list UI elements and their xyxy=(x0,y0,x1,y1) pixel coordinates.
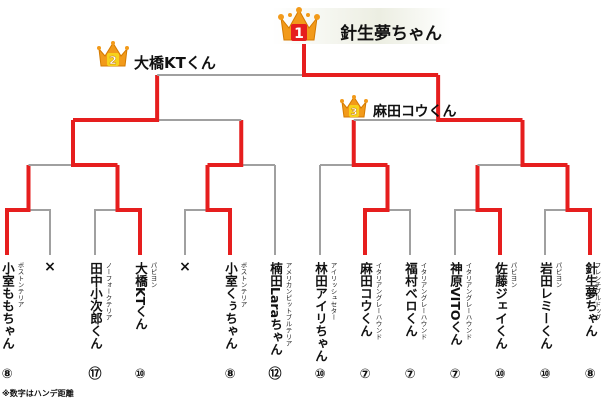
bye-mark: × xyxy=(179,259,191,275)
second-place-number: 2 xyxy=(109,54,117,67)
bracket-line-win xyxy=(71,120,118,167)
handicap-badge: ⑩ xyxy=(133,367,147,382)
competitor-name: 小室くぅちゃん xyxy=(223,262,238,350)
bracket-line-win xyxy=(5,165,31,255)
handicap-badge: ⑩ xyxy=(538,367,552,382)
competitor-breed: フレンチブルドッグ xyxy=(593,262,601,321)
crown-icon-third: 3 xyxy=(340,95,368,118)
bracket-line-lose xyxy=(544,209,568,255)
competitor-breed: イタリアングレーハウンド xyxy=(464,262,472,340)
competitor-name: 福村ベロくん xyxy=(403,262,418,337)
handicap-badge: ⑩ xyxy=(313,367,327,382)
bracket-line-lose xyxy=(454,209,478,255)
competitor-name: 林田アイリちゃん xyxy=(313,262,328,362)
competitor-name: 田中小次郎くん xyxy=(88,262,103,350)
competitor-name: 大橋KTくん xyxy=(133,262,148,331)
competitor-name: 小室ももちゃん xyxy=(0,262,15,350)
competitor-breed: アイリッシュセター xyxy=(329,262,337,321)
handicap-badge: ⑧ xyxy=(0,367,14,382)
competitor-breed: パピヨン xyxy=(509,262,517,288)
handicap-badge: ⑧ xyxy=(223,367,237,382)
second-place-name: 大橋KTくん xyxy=(134,54,216,72)
bracket-line-win xyxy=(565,165,592,255)
crown-icon-first: 1 xyxy=(278,7,320,42)
competitor-breed: アメリカンピットブルテリア xyxy=(284,262,292,347)
competitor-breed: イタリアングレーハウンド xyxy=(374,262,382,340)
handicap-badge: ⑦ xyxy=(358,367,372,382)
bracket-line-win xyxy=(207,120,244,167)
bracket-line-win xyxy=(115,165,142,255)
bracket-line-lose xyxy=(387,209,411,255)
competitor-name: 麻田コウくん xyxy=(358,262,373,337)
third-place-number: 3 xyxy=(351,107,358,118)
handicap-badge: ⑦ xyxy=(403,367,417,382)
bracket-line-win xyxy=(302,44,439,77)
bracket-line-win xyxy=(73,75,160,122)
competitor-name: 神原VITOくん xyxy=(448,262,463,346)
competitor-name: 佐藤ジェイくん xyxy=(493,262,508,350)
bracket-line-win xyxy=(363,165,390,255)
competitor-breed: イタリアングレーハウンド xyxy=(419,262,427,340)
competitor-breed: ボストンテリア xyxy=(16,262,24,308)
competitor-breed: パピヨン xyxy=(149,262,157,288)
bracket-line-win xyxy=(436,75,523,122)
bye-mark: × xyxy=(44,259,56,275)
bracket-line-lose xyxy=(28,209,51,255)
bracket-line-win xyxy=(205,165,232,255)
bracket-line-win xyxy=(520,120,568,167)
third-place-name: 麻田コウくん xyxy=(373,104,457,120)
handicap-badge: ⑦ xyxy=(448,367,462,382)
first-place-number: 1 xyxy=(294,26,304,42)
handicap-badge: ⑧ xyxy=(583,367,597,382)
handicap-badge: ⑫ xyxy=(268,367,282,382)
competitor-breed: ノーフォークテリア xyxy=(104,262,112,321)
first-place-name: 針生夢ちゃん xyxy=(340,24,442,44)
handicap-badge: ⑰ xyxy=(88,367,102,382)
handicap-note: ※数字はハンデ距離 xyxy=(2,389,74,398)
crown-icon-second: 2 xyxy=(97,41,129,67)
bracket-line-lose xyxy=(184,209,208,255)
competitor-name: 針生夢ちゃん xyxy=(583,262,598,337)
bracket-line-win xyxy=(351,120,388,167)
competitor-breed: パピヨン xyxy=(554,262,562,288)
competitor-name: 岩田レミーくん xyxy=(538,262,553,350)
competitor-name: 楠田Laraちゃん xyxy=(268,262,283,356)
bracket-line-lose xyxy=(94,209,118,255)
bracket-line-win xyxy=(475,165,502,255)
competitor-breed: ボストンテリア xyxy=(239,262,247,308)
handicap-badge: ⑩ xyxy=(493,367,507,382)
